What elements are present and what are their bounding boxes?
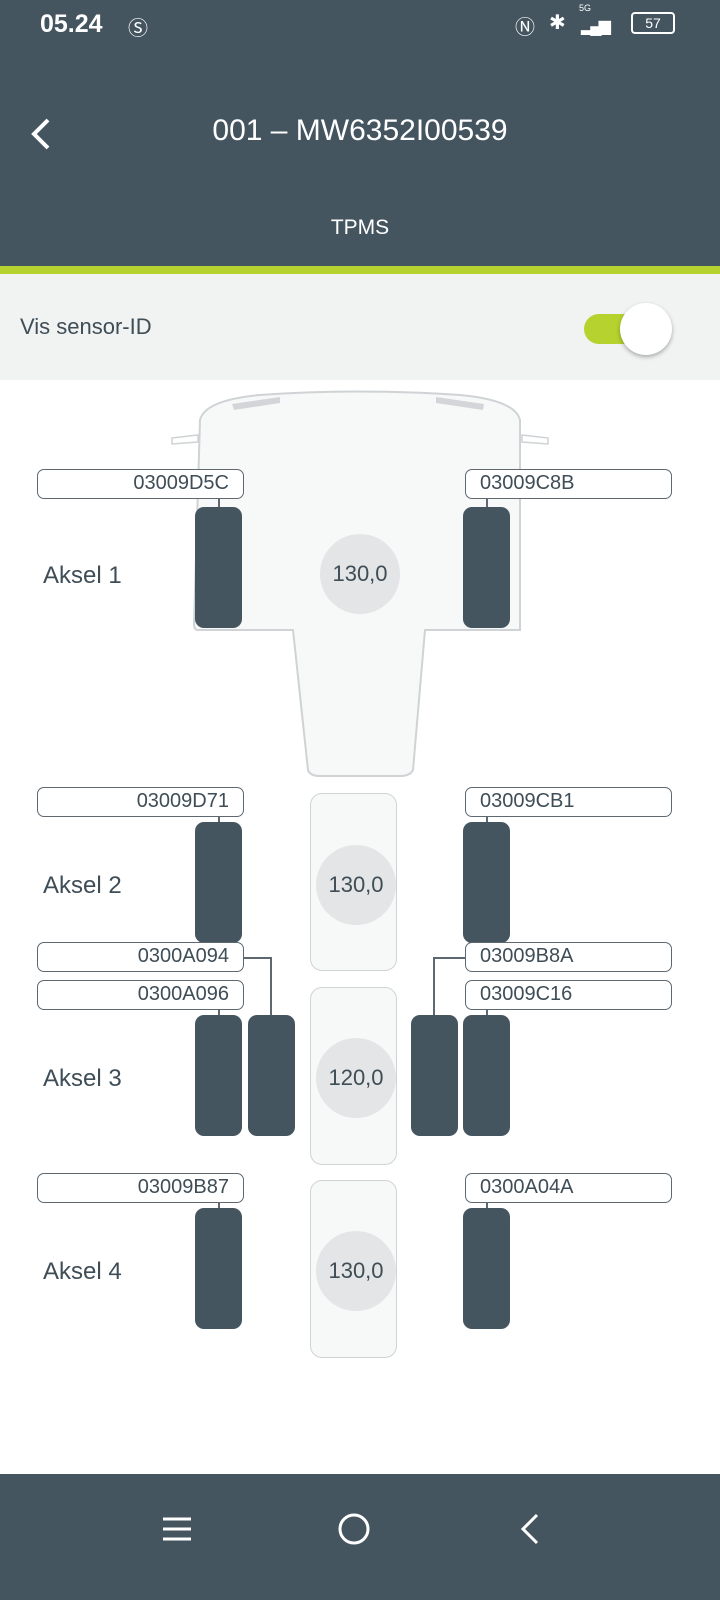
- s-app-icon: Ⓢ: [128, 18, 148, 40]
- page-title: 001 – MW6352I00539: [212, 114, 508, 147]
- sensor-id-label: 03009B8A: [465, 942, 672, 972]
- connector-line: [433, 957, 466, 959]
- app-header: 001 – MW6352I00539 TPMS: [0, 60, 720, 266]
- axle-label: Aksel 3: [43, 1065, 122, 1092]
- status-bar: 05.24 Ⓢ Ⓝ ✱ 5G ▂▄▆ 57: [0, 0, 720, 60]
- recent-apps-icon[interactable]: [160, 1514, 194, 1544]
- system-nav-bar: [0, 1474, 720, 1600]
- connector-line: [218, 815, 220, 825]
- pressure-value: 130,0: [316, 845, 396, 925]
- pressure-value: 130,0: [320, 534, 400, 614]
- tire[interactable]: [463, 1208, 510, 1329]
- tab-tpms[interactable]: TPMS: [330, 216, 390, 239]
- connector-line: [486, 1008, 488, 1018]
- nfc-icon: Ⓝ: [515, 17, 535, 39]
- connector-line: [486, 498, 488, 508]
- tire[interactable]: [195, 1015, 242, 1136]
- clock: 05.24: [40, 10, 103, 38]
- axle-label: Aksel 4: [43, 1258, 122, 1285]
- network-type: 5G: [579, 3, 592, 13]
- sensor-id-label: 0300A096: [37, 980, 244, 1010]
- sensor-id-label: 03009D5C: [37, 469, 244, 499]
- connector-line: [433, 957, 435, 1017]
- back-arrow-icon[interactable]: [28, 116, 54, 152]
- home-icon[interactable]: [337, 1512, 371, 1546]
- pressure-value: 130,0: [316, 1231, 396, 1311]
- axle-label: Aksel 2: [43, 872, 122, 899]
- tire[interactable]: [248, 1015, 295, 1136]
- battery-icon: 57: [631, 12, 675, 34]
- sensor-id-label: 0300A04A: [465, 1173, 672, 1203]
- axle-label: Aksel 1: [43, 562, 122, 589]
- sensor-id-label: 03009C8B: [465, 469, 672, 499]
- battery-level: 57: [645, 15, 661, 31]
- connector-line: [243, 957, 271, 959]
- tire[interactable]: [463, 822, 510, 943]
- toggle-label: Vis sensor-ID: [20, 314, 152, 339]
- tab-indicator: [0, 266, 720, 274]
- bluetooth-icon: ✱: [549, 12, 566, 34]
- connector-line: [218, 498, 220, 508]
- tire[interactable]: [195, 507, 242, 628]
- signal-icon: ▂▄▆: [581, 18, 611, 35]
- tire[interactable]: [463, 507, 510, 628]
- connector-line: [218, 1008, 220, 1018]
- connector-line: [486, 1201, 488, 1211]
- tire[interactable]: [463, 1015, 510, 1136]
- back-icon[interactable]: [517, 1512, 543, 1546]
- sensor-id-label: 03009D71: [37, 787, 244, 817]
- sensor-id-label: 03009CB1: [465, 787, 672, 817]
- sensor-id-label: 03009C16: [465, 980, 672, 1010]
- pressure-value: 120,0: [316, 1038, 396, 1118]
- connector-line: [270, 957, 272, 1017]
- connector-line: [486, 815, 488, 825]
- tire[interactable]: [195, 1208, 242, 1329]
- sensor-id-toggle-row: Vis sensor-ID: [0, 274, 720, 380]
- toggle-knob[interactable]: [620, 303, 672, 355]
- sensor-id-label: 03009B87: [37, 1173, 244, 1203]
- tire[interactable]: [411, 1015, 458, 1136]
- sensor-id-label: 0300A094: [37, 942, 244, 972]
- tire[interactable]: [195, 822, 242, 943]
- connector-line: [218, 1201, 220, 1211]
